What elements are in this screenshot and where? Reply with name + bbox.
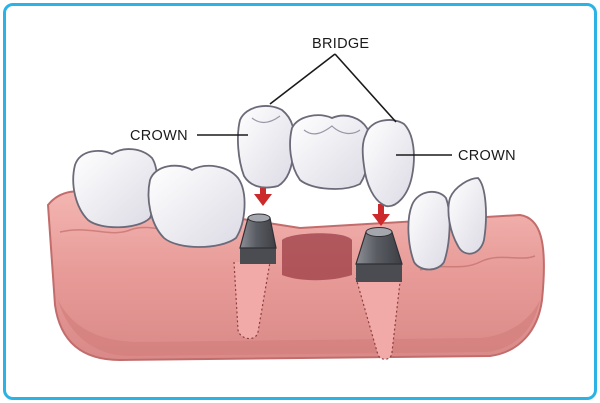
implant-root-right <box>355 277 401 360</box>
abutment-right <box>355 227 403 282</box>
canine-right <box>447 177 487 255</box>
implant-root-left <box>233 261 271 340</box>
molar-front <box>147 164 246 248</box>
label-bridge: BRIDGE <box>312 36 369 52</box>
label-crown-right: CROWN <box>458 148 516 164</box>
abutment-left <box>239 213 277 264</box>
premolar-right <box>407 190 451 271</box>
bridge <box>237 105 415 208</box>
molar-back <box>72 148 158 229</box>
arrow-down-right <box>372 204 390 226</box>
arrow-down-left <box>254 184 272 206</box>
label-crown-left: CROWN <box>130 128 188 144</box>
leader-lines <box>197 53 452 156</box>
